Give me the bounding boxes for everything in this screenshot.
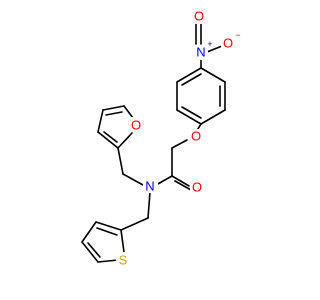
- atom-symbol: O: [131, 118, 141, 133]
- bond-thio-c3-c4: [81, 221, 97, 243]
- atom-nitro-o-right: O −: [221, 30, 241, 51]
- atom-nitro-o-top: O: [192, 9, 206, 24]
- atom-thiophene-s: S: [116, 252, 130, 268]
- bond-thio-c2-c3: [95, 221, 122, 231]
- bond-thio-c4-c5: [81, 241, 99, 263]
- bond-furan-c5-c4: [102, 105, 125, 111]
- bond-ch2-thiophene-c2: [120, 217, 149, 231]
- atom-nitro-n: N +: [193, 39, 213, 60]
- atom-symbol: O: [223, 36, 233, 51]
- bond-ring-1: [200, 67, 226, 83]
- bond-n-o-right: [206, 45, 223, 53]
- atom-charge: −: [235, 30, 240, 40]
- atom-symbol: N: [196, 45, 205, 60]
- bond-carbonyl-double-b: [174, 180, 192, 191]
- atom-furan-o: O: [129, 117, 143, 133]
- bond-n-ch2-thiophene: [147, 191, 151, 219]
- bond-furan-c5-c4-inner: [105, 111, 123, 116]
- bond-ring-4: [176, 109, 202, 125]
- bond-furan-c3-c2: [97, 131, 119, 149]
- bond-carbonyl-n: [155, 175, 173, 186]
- atom-ether-o: O: [189, 129, 203, 144]
- molecule-structure-canvas: O N + O − O O N O S: [81, 9, 241, 268]
- atom-symbol: S: [119, 253, 128, 268]
- bond-furan-c2-o: [117, 132, 133, 149]
- bond-ch2-furan-c2: [117, 147, 124, 175]
- bond-ring-3: [200, 109, 226, 125]
- atom-symbol: O: [192, 180, 202, 195]
- bond-ring-6: [176, 67, 202, 83]
- bond-carbonyl-double-a: [171, 175, 190, 187]
- bond-thio-c4-c5-inner: [87, 242, 101, 258]
- bond-furan-o-c5: [123, 105, 134, 119]
- atom-carbonyl-o: O: [190, 179, 204, 195]
- atom-symbol: O: [194, 9, 204, 24]
- atom-symbol: N: [145, 179, 154, 194]
- bond-ring-inner-3: [181, 73, 202, 86]
- molecule-diagram: O N + O − O O N O S: [81, 9, 241, 268]
- bond-n-ch2-furan: [122, 173, 144, 186]
- bond-thio-s-c2: [120, 229, 125, 253]
- atom-amide-n: N: [143, 178, 158, 194]
- bond-thio-c5-s: [97, 259, 119, 263]
- bond-ring-inner-2: [181, 106, 202, 119]
- atom-charge: +: [207, 39, 212, 49]
- bond-furan-c4-c3: [97, 109, 104, 133]
- atom-symbol: O: [191, 129, 201, 144]
- bond-thio-c2-c3-inner: [96, 227, 118, 236]
- bond-furan-c3-c2-inner: [103, 131, 118, 143]
- bond-ether-o-ch2: [171, 139, 188, 149]
